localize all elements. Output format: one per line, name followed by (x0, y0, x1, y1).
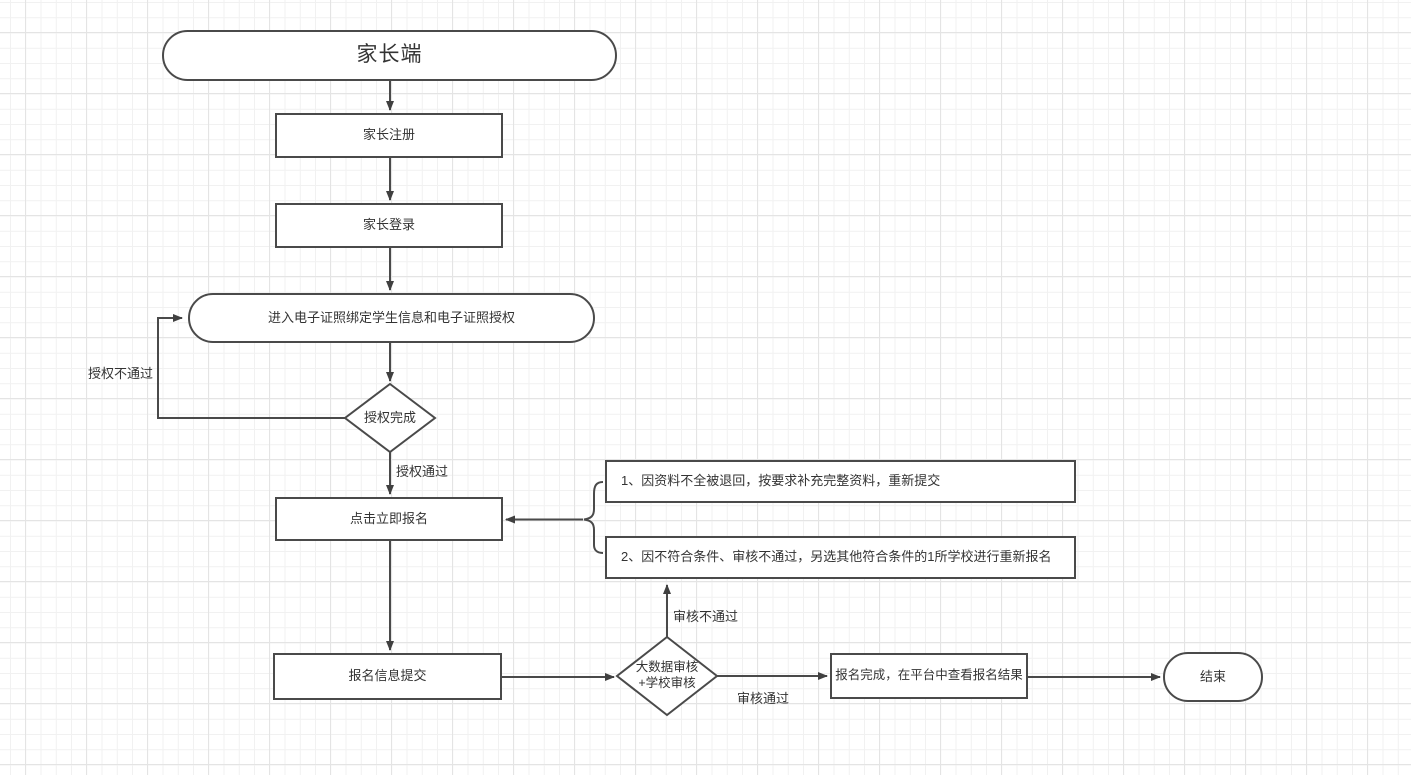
node-parent-register-label: 家长注册 (362, 127, 415, 143)
node-end[interactable]: 结束 (1163, 652, 1263, 702)
node-auth-check[interactable]: 授权完成 (343, 382, 437, 454)
node-click-apply-label: 点击立即报名 (349, 510, 428, 526)
node-parent-login-label: 家长登录 (362, 217, 415, 233)
node-note-rejected[interactable]: 2、因不符合条件、审核不通过，另选其他符合条件的1所学校进行重新报名 (605, 536, 1076, 579)
node-end-label: 结束 (1199, 668, 1226, 684)
node-note-incomplete-label: 1、因资料不全被退回，按要求补充完整资料，重新提交 (621, 473, 941, 489)
node-parent-register[interactable]: 家长注册 (275, 113, 503, 158)
edge-label-review-pass: 审核通过 (737, 691, 790, 706)
node-auth-check-label: 授权完成 (363, 409, 416, 425)
edge-label-auth-pass: 授权通过 (396, 464, 449, 479)
node-submit-info[interactable]: 报名信息提交 (273, 653, 502, 700)
edge-label-review-fail: 审核不通过 (673, 609, 739, 624)
node-note-incomplete[interactable]: 1、因资料不全被退回，按要求补充完整资料，重新提交 (605, 460, 1076, 503)
node-result-label: 报名完成，在平台中查看报名结果 (835, 668, 1023, 683)
node-bind-auth[interactable]: 进入电子证照绑定学生信息和电子证照授权 (188, 293, 595, 343)
edge-label-auth-fail: 授权不通过 (88, 366, 154, 381)
curly-brace[interactable] (583, 481, 604, 554)
node-review-check-line2: +学校审核 (638, 676, 696, 690)
node-bind-auth-label: 进入电子证照绑定学生信息和电子证照授权 (267, 309, 515, 325)
auth-check-shape (343, 382, 437, 454)
node-start-label: 家长端 (356, 43, 423, 67)
node-start[interactable]: 家长端 (162, 30, 617, 81)
node-result[interactable]: 报名完成，在平台中查看报名结果 (830, 653, 1028, 699)
node-note-rejected-label: 2、因不符合条件、审核不通过，另选其他符合条件的1所学校进行重新报名 (621, 549, 1052, 565)
node-parent-login[interactable]: 家长登录 (275, 203, 503, 248)
review-check-shape (615, 635, 719, 717)
node-submit-info-label: 报名信息提交 (348, 668, 427, 684)
node-click-apply[interactable]: 点击立即报名 (275, 497, 503, 541)
node-review-check[interactable]: 大数据审核 +学校审核 (615, 635, 719, 717)
node-review-check-line1: 大数据审核 (635, 660, 699, 675)
